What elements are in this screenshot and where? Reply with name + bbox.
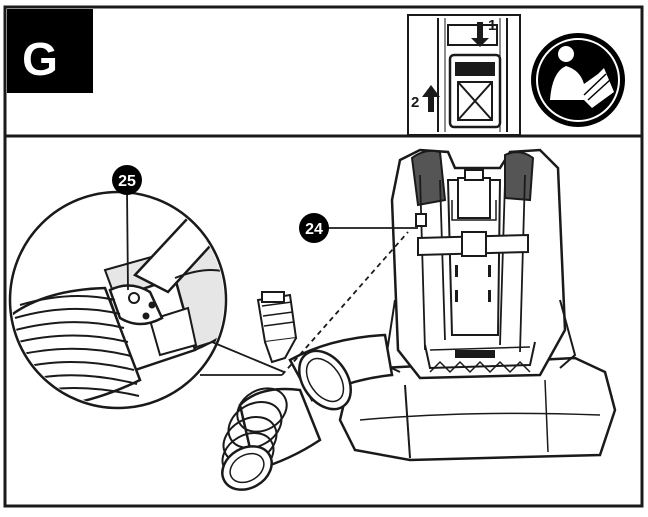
- read-manual-icon: [531, 33, 625, 127]
- arrow-down-icon: [471, 22, 489, 47]
- step-letter: G: [22, 33, 58, 85]
- detail-leader-line: [281, 231, 409, 376]
- inset-step-2: 2: [411, 94, 419, 111]
- callout-25-label: 25: [118, 173, 136, 190]
- inset-step-1: 1: [488, 17, 496, 34]
- callout-24: 24: [299, 213, 418, 243]
- callout-25: 25: [112, 165, 142, 195]
- battery-inset: 1 2: [407, 14, 521, 136]
- blower-body: [338, 148, 617, 462]
- arrow-up-icon: [422, 85, 440, 112]
- detail-magnifier: [8, 189, 285, 410]
- callout-24-label: 24: [305, 221, 323, 238]
- blower-tube: [221, 291, 394, 491]
- step-label: G: [7, 9, 93, 93]
- step-letter-box: [7, 9, 93, 93]
